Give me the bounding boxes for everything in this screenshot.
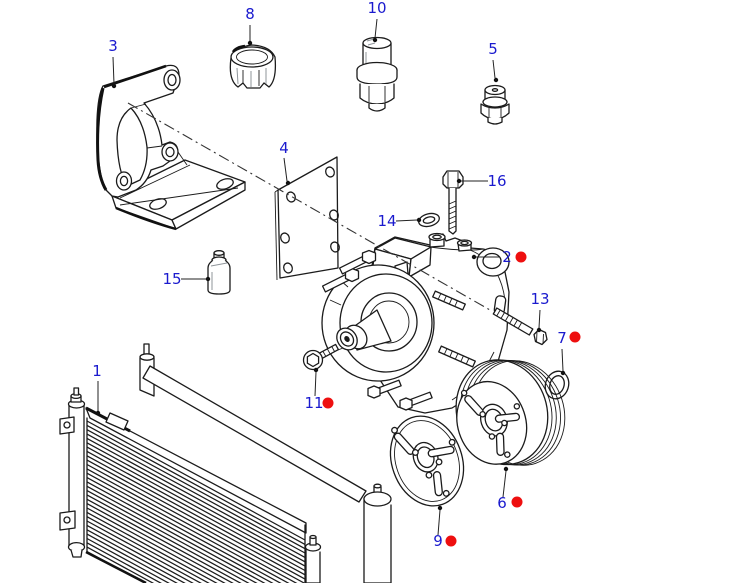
red-dot — [445, 535, 457, 547]
red-dot — [515, 251, 527, 263]
condenser-fins — [86, 420, 306, 583]
bracket-part — [96, 64, 246, 231]
callout-6: 6 — [497, 494, 507, 512]
callout-9: 9 — [433, 532, 443, 550]
callout-1: 1 — [92, 362, 102, 380]
callout-4: 4 — [279, 139, 289, 157]
washer14-part — [418, 212, 440, 228]
gasket-plate-part — [274, 156, 340, 281]
callout-10: 10 — [367, 0, 386, 17]
clutch-plate-part — [389, 415, 465, 507]
bolt11-part — [302, 343, 340, 371]
condenser-part — [59, 343, 392, 583]
callout-8: 8 — [245, 5, 255, 23]
callout-labels: 1 2 3 4 5 6 7 8 9 10 11 13 14 15 16 — [92, 0, 567, 550]
plug-part — [207, 250, 231, 295]
callout-13: 13 — [530, 290, 549, 308]
support-frame — [139, 343, 392, 583]
callout-15: 15 — [162, 270, 181, 288]
red-dot — [322, 397, 334, 409]
red-marker-dots — [322, 251, 581, 547]
pressure-switch-part — [356, 36, 398, 112]
cap-part — [229, 44, 277, 89]
callout-5: 5 — [488, 40, 498, 58]
red-dot — [511, 496, 523, 508]
red-dot — [569, 331, 581, 343]
callout-7: 7 — [557, 329, 567, 347]
bolt13-part — [492, 307, 548, 346]
pulley-part — [455, 359, 566, 466]
leader-lines — [95, 18, 566, 536]
callout-2: 2 — [502, 248, 512, 266]
callout-16: 16 — [487, 172, 506, 190]
callout-14: 14 — [377, 212, 396, 230]
valve-part — [480, 84, 510, 125]
callout-3: 3 — [108, 37, 118, 55]
assembly-axis-line — [127, 102, 491, 311]
callout-11: 11 — [304, 394, 323, 412]
